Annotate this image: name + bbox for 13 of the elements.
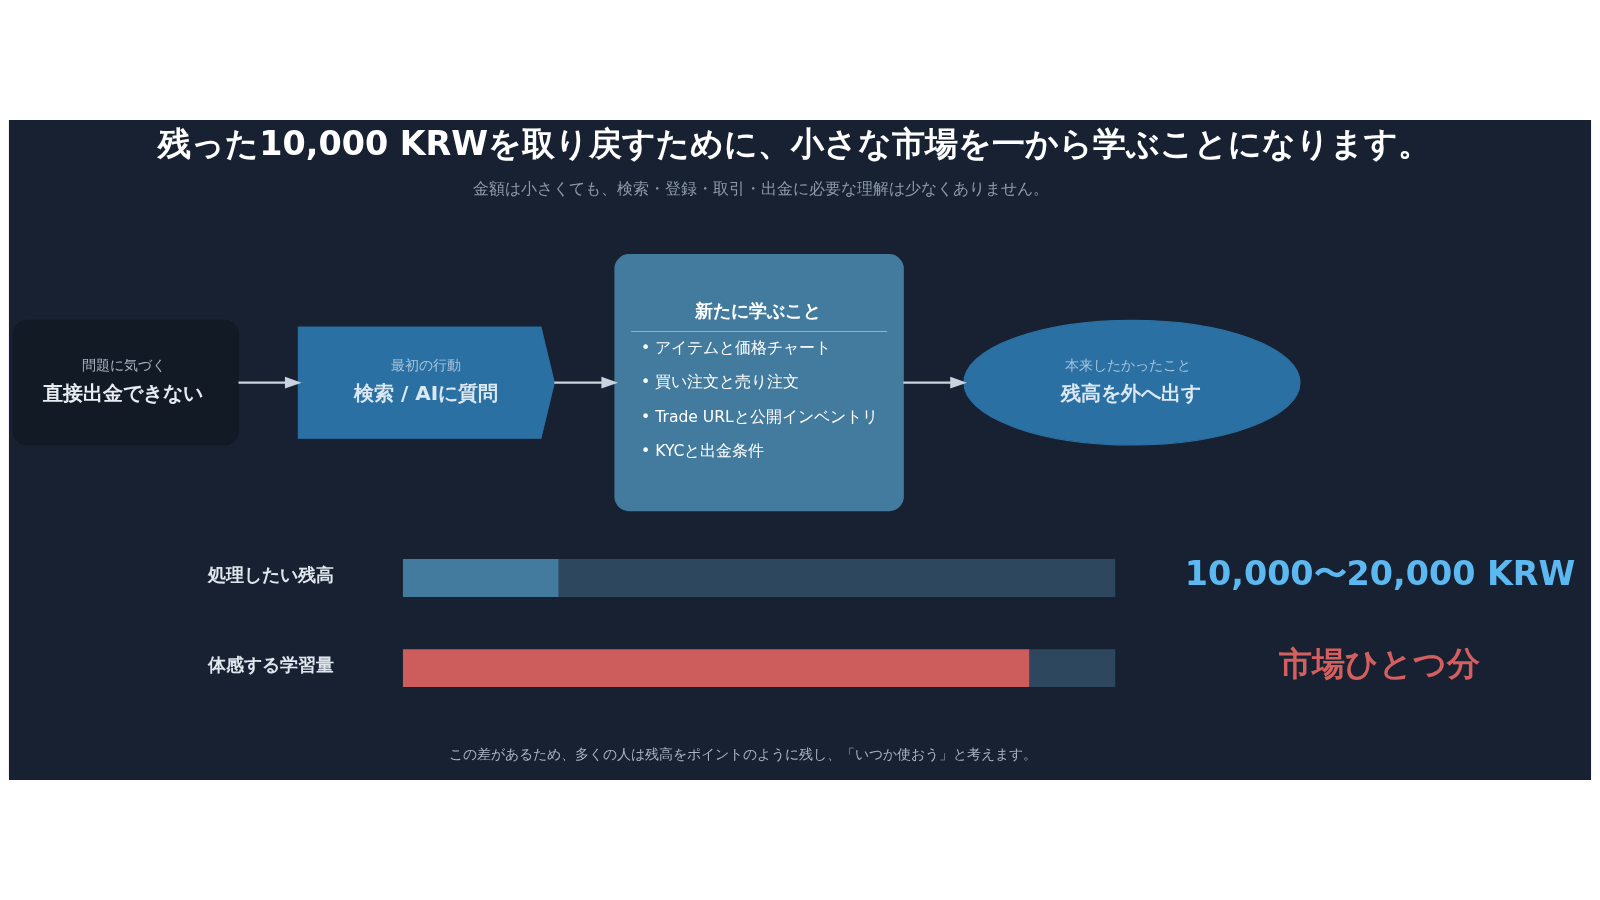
arrow bbox=[554, 376, 619, 389]
label: この差があるため、多くの人は残高をポイントのように残し、「いつか使おう」と考えます。 bbox=[448, 746, 1037, 763]
arrow bbox=[238, 376, 302, 389]
label: 処理したい残高 bbox=[207, 564, 334, 586]
arrow bbox=[903, 376, 967, 389]
label: 体感する学習量 bbox=[208, 654, 335, 676]
node-ellipse: 本来したかったこと 残高を外へ出す bbox=[963, 319, 1301, 446]
label: 金額は小さくても、検索・登録・取引・出金に必要な理解は少なくありません。 bbox=[473, 180, 1050, 199]
node-box: 新たに学ぶこと • アイテムと価格チャート • 買い注文と売り注文 • Trade URLと公開インベントリ • KYCと出金条件 bbox=[614, 254, 904, 512]
node-box: 問題に気づく 直接出金できない bbox=[12, 319, 239, 446]
label: 10,000〜20,000 KRW bbox=[1184, 554, 1576, 594]
diagram-title: 残った10,000 KRWを取り戻すために、小さな市場を一から学ぶことになります。 bbox=[158, 123, 1432, 163]
label: 市場ひとつ分 bbox=[1279, 644, 1481, 684]
